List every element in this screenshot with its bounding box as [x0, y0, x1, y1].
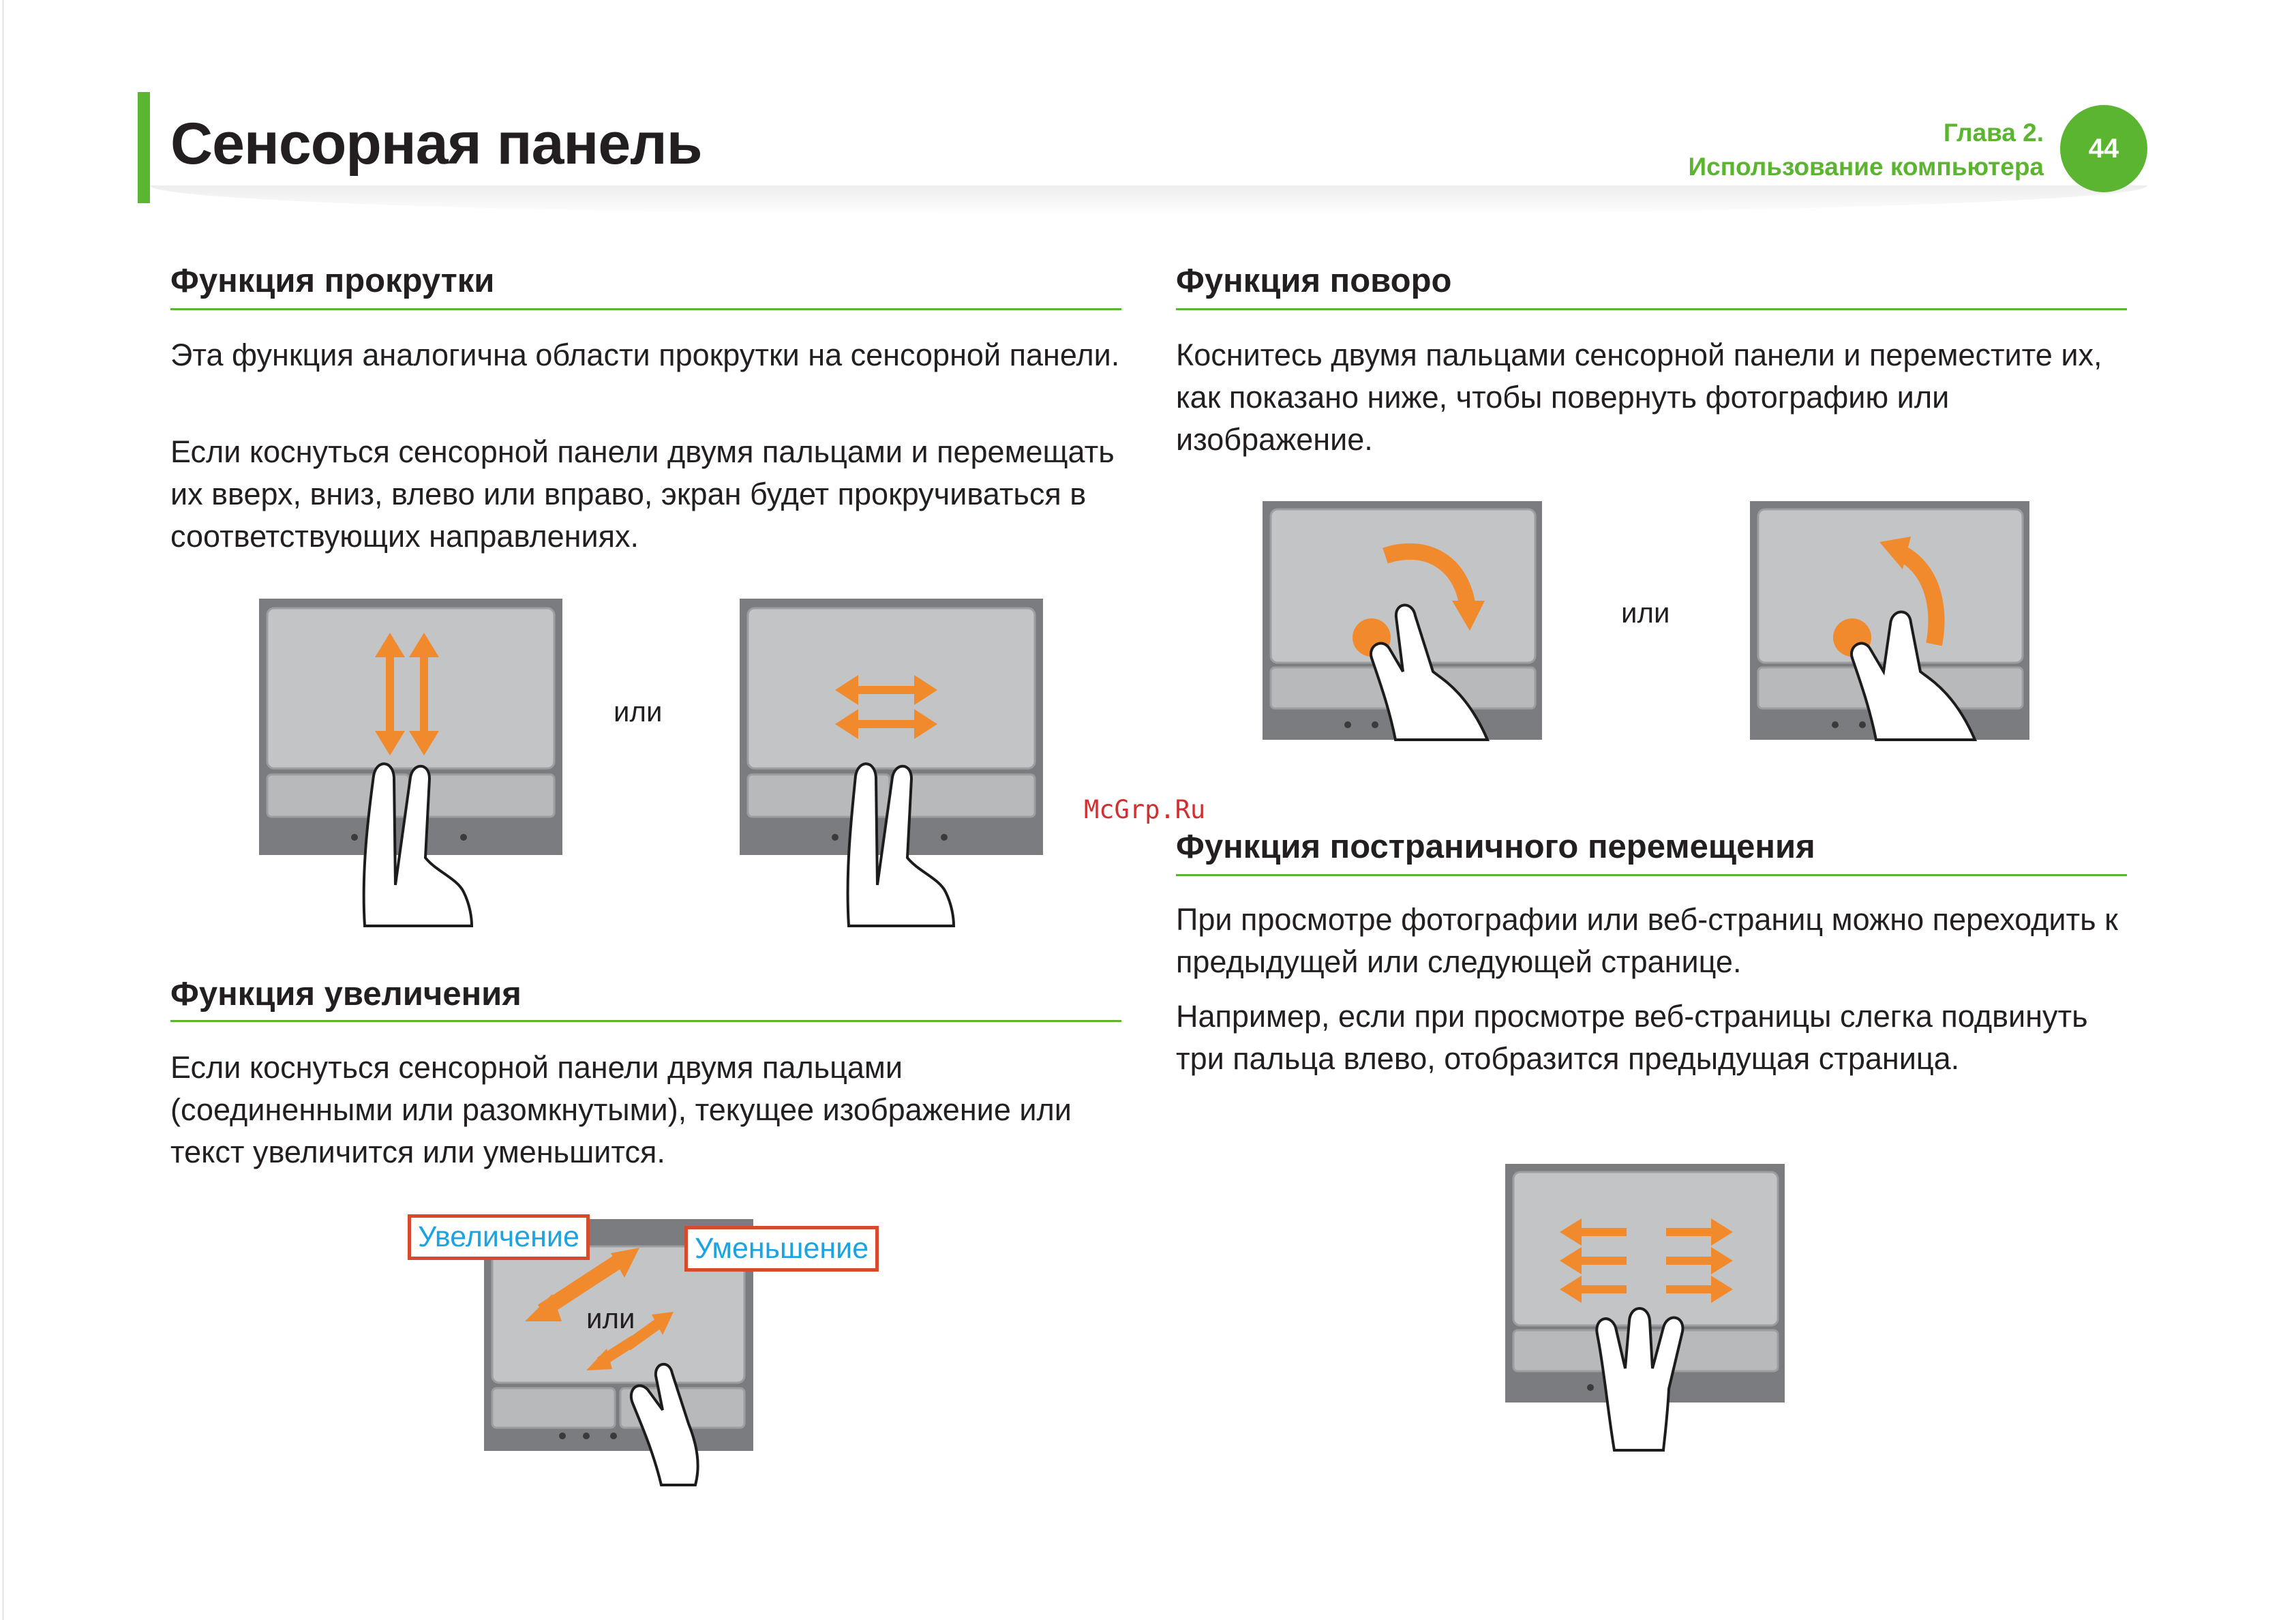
paging-paragraph-2: Например, если при просмотре веб-страниц… [1176, 999, 2088, 1076]
zoom-out-callout: Уменьшение [684, 1226, 879, 1272]
paging-illustration [1505, 1164, 1785, 1452]
rotate-section-rule [1176, 308, 2127, 310]
chapter-label: Глава 2. Использование компьютера [1689, 116, 2044, 184]
watermark: McGrp.Ru [1084, 795, 1206, 824]
paging-section-title: Функция постраничного перемещения [1176, 828, 1815, 865]
scroll-section-title: Функция прокрутки [170, 262, 495, 299]
rotate-paragraph: Коснитесь двумя пальцами сенсорной панел… [1176, 338, 2102, 457]
rotate-or-label: или [1621, 597, 1670, 629]
scroll-paragraph-1: Эта функция аналогична области прокрутки… [170, 338, 1120, 372]
title-accent-bar [138, 92, 150, 203]
page-title: Сенсорная панель [170, 111, 703, 177]
header-shadow [150, 185, 2147, 215]
chapter-name: Использование компьютера [1688, 153, 2044, 181]
chapter-number: Глава 2. [1943, 119, 2044, 147]
scroll-paragraph-2: Если коснуться сенсорной панели двумя па… [170, 434, 1115, 554]
scroll-section-rule [170, 308, 1121, 310]
zoom-section-rule [170, 1020, 1121, 1022]
zoom-paragraph: Если коснуться сенсорной панели двумя па… [170, 1050, 1072, 1169]
rotate-section-title: Функция поворо [1176, 262, 1452, 299]
page-number-badge: 44 [2060, 105, 2147, 192]
rotate-clockwise-illustration [1263, 501, 1542, 741]
scroll-horizontal-illustration [740, 599, 1043, 927]
paging-section-rule [1176, 874, 2127, 876]
rotate-counterclockwise-illustration [1750, 501, 2029, 741]
scroll-or-label: или [614, 695, 663, 728]
zoom-section-title: Функция увеличения [170, 976, 522, 1012]
paging-paragraph-1: При просмотре фотографии или веб-страниц… [1176, 902, 2118, 979]
scroll-vertical-illustration [259, 599, 562, 927]
zoom-in-callout: Увеличение [408, 1214, 590, 1260]
zoom-or-label: или [586, 1302, 635, 1334]
